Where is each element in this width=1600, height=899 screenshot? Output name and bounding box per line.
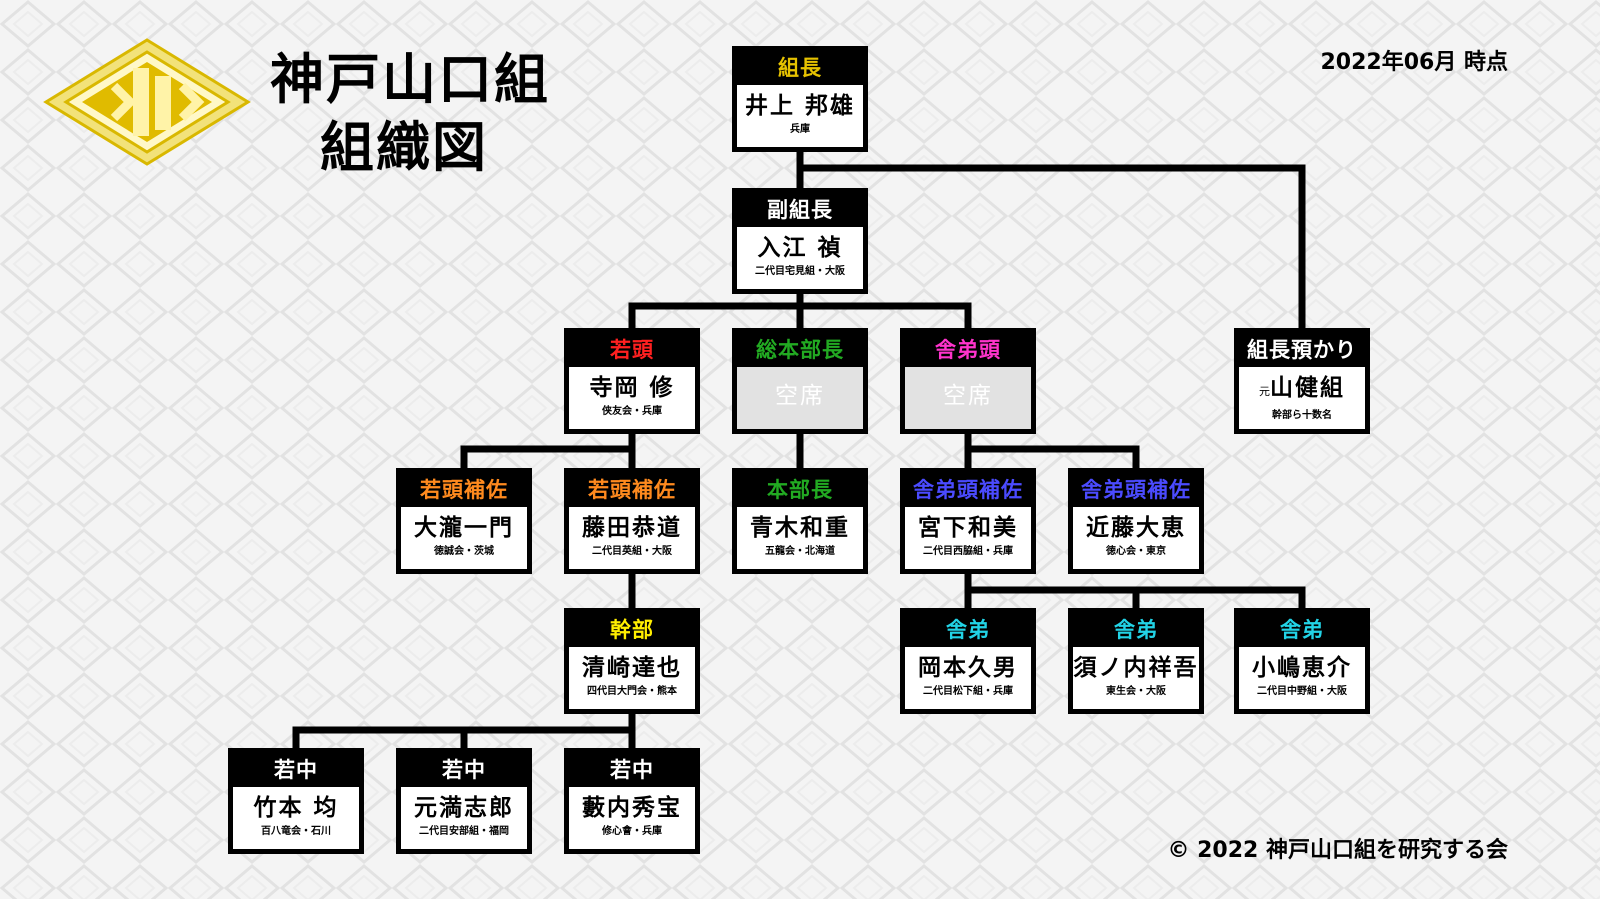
member-affiliation: 侠友会・兵庫 [602, 406, 662, 417]
member-name: 清崎達也 [582, 654, 682, 681]
member-name: 青木和重 [750, 514, 850, 541]
role-label: 若頭 [610, 337, 654, 362]
as-of-date: 2022年06月 時点 [1320, 50, 1508, 75]
copyright-notice: © 2022 神戸山口組を研究する会 [1167, 838, 1508, 863]
node-kanbu: 幹部 清崎達也四代目大門会・熊本 [564, 608, 700, 714]
role-label: 総本部長 [756, 337, 844, 362]
member-affiliation: 徳心会・東京 [1106, 546, 1166, 557]
node-wakanaka-3: 若中 藪内秀宝修心會・兵庫 [564, 748, 700, 854]
member-name: 空席 [943, 383, 993, 409]
node-kumicho: 組長 井上 邦雄兵庫 [732, 46, 868, 152]
role-label: 若中 [442, 757, 486, 782]
node-shatei-2: 舎弟 須ノ内祥吾東生会・大阪 [1068, 608, 1204, 714]
member-affiliation: 二代目西脇組・兵庫 [923, 546, 1013, 557]
node-wakanaka-2: 若中 元満志郎二代目安部組・福岡 [396, 748, 532, 854]
node-wakanaka-1: 若中 竹本 均百八竜会・石川 [228, 748, 364, 854]
role-label: 舎弟頭 [935, 337, 1001, 362]
role-label: 副組長 [767, 197, 833, 222]
node-shateigashira-hosa-2: 舎弟頭補佐 近藤大恵徳心会・東京 [1068, 468, 1204, 574]
node-shatei-1: 舎弟 岡本久男二代目松下組・兵庫 [900, 608, 1036, 714]
node-sohonbucho: 総本部長 空席 [732, 328, 868, 434]
role-label: 本部長 [767, 477, 833, 502]
node-shatei-3: 舎弟 小嶋恵介二代目中野組・大阪 [1234, 608, 1370, 714]
member-name: 空席 [775, 383, 825, 409]
role-label: 舎弟 [1280, 617, 1324, 642]
node-shateigashira: 舎弟頭 空席 [900, 328, 1036, 434]
role-label: 若中 [274, 757, 318, 782]
role-label: 舎弟頭補佐 [913, 477, 1023, 502]
member-name: 岡本久男 [918, 654, 1018, 681]
role-label: 幹部 [610, 617, 654, 642]
role-label: 舎弟頭補佐 [1081, 477, 1191, 502]
node-kumicho-azukari: 組長預かり 元山健組幹部ら十数名 [1234, 328, 1370, 434]
node-wakagashira-hosa-2: 若頭補佐 藤田恭道二代目英組・大阪 [564, 468, 700, 574]
role-label: 組長預かり [1247, 337, 1357, 362]
node-shateigashira-hosa-1: 舎弟頭補佐 宮下和美二代目西脇組・兵庫 [900, 468, 1036, 574]
member-name: 須ノ内祥吾 [1073, 654, 1199, 681]
crest-logo-icon [43, 38, 251, 166]
member-affiliation: 二代目英組・大阪 [592, 546, 672, 557]
role-label: 若頭補佐 [588, 477, 676, 502]
member-affiliation: 幹部ら十数名 [1272, 410, 1332, 421]
member-affiliation: 修心會・兵庫 [602, 826, 662, 837]
member-affiliation: 二代目安部組・福岡 [419, 826, 509, 837]
role-label: 舎弟 [946, 617, 990, 642]
member-name: 近藤大恵 [1086, 514, 1186, 541]
member-name: 大瀧一門 [414, 514, 514, 541]
node-fuku-kumicho: 副組長 入江 禎二代目宅見組・大阪 [732, 188, 868, 294]
page-subtitle: 組織図 [320, 115, 488, 179]
role-label: 若中 [610, 757, 654, 782]
former-prefix: 元 [1259, 385, 1270, 398]
member-affiliation: 二代目中野組・大阪 [1257, 686, 1347, 697]
node-honbucho: 本部長 青木和重五龍会・北海道 [732, 468, 868, 574]
member-name: 小嶋恵介 [1252, 654, 1352, 681]
member-name: 宮下和美 [918, 514, 1018, 541]
member-affiliation: 四代目大門会・熊本 [587, 686, 677, 697]
member-name: 竹本 均 [253, 794, 339, 821]
member-affiliation: 二代目松下組・兵庫 [923, 686, 1013, 697]
member-name: 元満志郎 [414, 794, 514, 821]
member-name: 入江 禎 [757, 234, 843, 261]
node-wakagashira: 若頭 寺岡 修侠友会・兵庫 [564, 328, 700, 434]
role-label: 舎弟 [1114, 617, 1158, 642]
role-label: 組長 [778, 55, 822, 80]
member-name: 元山健組 [1239, 367, 1365, 407]
member-affiliation: 五龍会・北海道 [765, 546, 835, 557]
member-name: 藪内秀宝 [582, 794, 682, 821]
group-name: 山健組 [1270, 374, 1345, 401]
member-name: 井上 邦雄 [744, 92, 855, 119]
page-title: 神戸山口組 [270, 47, 550, 111]
member-name: 藤田恭道 [582, 514, 682, 541]
role-label: 若頭補佐 [420, 477, 508, 502]
node-wakagashira-hosa-1: 若頭補佐 大瀧一門徳誠会・茨城 [396, 468, 532, 574]
member-affiliation: 東生会・大阪 [1106, 686, 1166, 697]
member-name: 寺岡 修 [589, 374, 675, 401]
member-affiliation: 徳誠会・茨城 [434, 546, 494, 557]
member-affiliation: 百八竜会・石川 [261, 826, 331, 837]
member-affiliation: 兵庫 [790, 124, 810, 135]
member-affiliation: 二代目宅見組・大阪 [755, 266, 845, 277]
